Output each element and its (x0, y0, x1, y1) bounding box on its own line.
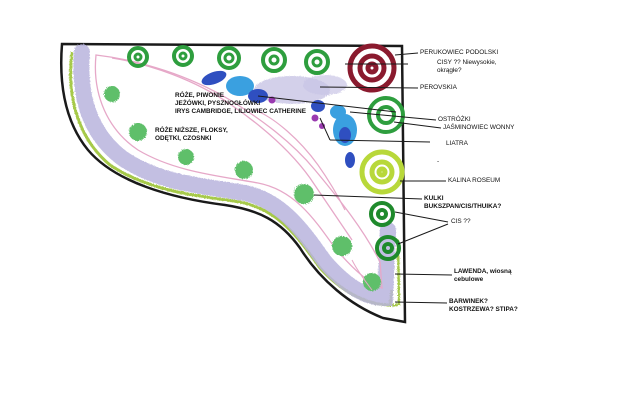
legend-cis: CIS ?? (451, 218, 471, 225)
perukowiec-shrub (347, 43, 397, 93)
leader-lines (257, 52, 453, 304)
top-shrub-row-inner (133, 51, 323, 68)
legend-barwinek: BARWINEK? KOSTRZEWA? STIPA? (449, 298, 518, 314)
label-low-roses: RÓŻE NIŻSZE, FLOKSY, ODĘTKI, CZOSNKI (155, 127, 228, 143)
legend-kulki-line1: KULKI (424, 195, 444, 202)
legend-lawenda: LAWENDA, wiosną cebulowe (454, 268, 512, 284)
top-shrub-row (127, 45, 330, 75)
grass-edge-right (391, 239, 401, 308)
legend-cisy-tall: CISY ?? Niewysokie, okrągłe? (437, 59, 497, 75)
legend-barwinek-line2: KOSTRZEWA? STIPA? (449, 306, 518, 313)
legend-kalina: KALINA ROSEUM (448, 177, 501, 184)
label-low-roses-line1: RÓŻE NIŻSZE, FLOKSY, (155, 127, 228, 134)
legend-kulki: KULKI BUKSZPAN/CIS/THUIKA? (424, 195, 501, 211)
label-low-roses-line2: ODĘTKI, CZOSNKI (155, 135, 212, 142)
legend-barwinek-line1: BARWINEK? (449, 298, 488, 305)
pink-path-outer (94, 54, 383, 289)
lavender-strip (73, 44, 396, 307)
shrub-top-5 (304, 49, 330, 75)
shrub-top-2 (172, 45, 194, 67)
pink-strip-end (351, 259, 373, 291)
legend-lawenda-line2: cebulowe (454, 276, 484, 283)
pink-path-inner (111, 57, 353, 241)
legend-dash: - (437, 158, 440, 165)
legend-perovskia: PEROVSKIA (420, 84, 457, 91)
legend-kulki-line2: BUKSZPAN/CIS/THUIKA? (424, 203, 502, 210)
legend-cisy-tall-line2: okrągłe? (437, 67, 462, 74)
legend-lawenda-line1: LAWENDA, wiosną (454, 268, 512, 275)
legend-jasminowiec: JAŚMINOWIEC WONNY (443, 124, 515, 131)
kalina-shrub (359, 149, 405, 195)
label-roses-peonies: RÓŻE, PIWONIE JEŻÓWKI, PYSZNOGŁÓWKI IRYS… (175, 92, 306, 116)
shrub-top-3 (217, 46, 241, 70)
label-roses-line1: RÓŻE, PIWONIE (175, 92, 224, 99)
cis-1 (369, 201, 395, 227)
shrub-top-4 (261, 47, 287, 73)
label-roses-line3: IRYS CAMBRIDGE, LILIOWIEC CATHERINE (175, 108, 307, 115)
perovskia-cloud-2 (303, 75, 347, 95)
label-roses-line2: JEŻÓWKI, PYSZNOGŁÓWKI (175, 100, 261, 107)
cis-shrubs (369, 201, 401, 261)
legend-ostrozki: OSTRÓŻKI (438, 116, 471, 123)
shrub-top-1 (127, 46, 149, 68)
kulki-dots (104, 86, 381, 291)
legend-cisy-tall-line1: CISY ?? Niewysokie, (437, 59, 497, 66)
legend-liatra: LIATRA (446, 140, 468, 147)
cis-2 (375, 235, 401, 261)
legend-perukowiec: PERUKOWIEC PODOLSKI (420, 49, 499, 56)
